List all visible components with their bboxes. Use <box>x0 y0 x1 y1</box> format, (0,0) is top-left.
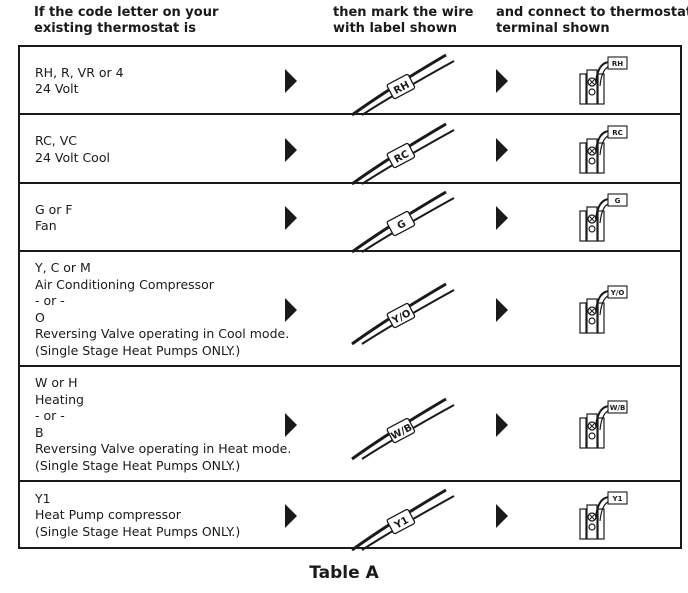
code-description-line: RH, R, VR or 4 <box>35 64 124 80</box>
header-line: existing thermostat is <box>34 21 196 36</box>
arrow-right-icon <box>496 206 508 230</box>
header-line: then mark the wire <box>333 5 474 20</box>
code-description-line: Reversing Valve operating in Cool mode. <box>35 326 290 341</box>
thermostat-terminal-icon: Y1 <box>579 490 628 540</box>
terminal-label-text: Y1 <box>612 495 623 503</box>
code-description-line: G or F <box>35 201 73 217</box>
terminal-label-text: RC <box>612 129 623 137</box>
labeled-wire-icon: W/B <box>351 397 455 460</box>
thermostat-terminal-icon: G <box>579 193 628 242</box>
header-line: and connect to thermostat <box>496 5 688 20</box>
header-existing-code: If the code letter on your existing ther… <box>34 5 218 37</box>
code-description-line: Heating <box>35 391 84 407</box>
thermostat-terminal-icon: W/B <box>579 399 628 449</box>
arrow-right-icon <box>285 137 297 162</box>
code-description-line: 24 Volt Cool <box>35 149 110 165</box>
code-description-line: Reversing Valve operating in Heat mode. <box>35 441 292 456</box>
terminal-label-text: Y/O <box>610 289 625 297</box>
code-description-line: Y1 <box>35 490 51 506</box>
thermostat-terminal-icon: RH <box>579 56 628 105</box>
arrow-right-icon <box>496 503 508 528</box>
code-description-line: Y, C or M <box>35 260 91 275</box>
header-mark-wire: then mark the wire with label shown <box>333 5 473 37</box>
header-line: with label shown <box>333 21 457 36</box>
terminal-label-text: G <box>615 197 621 205</box>
labeled-wire-icon: RH <box>351 53 455 117</box>
code-description-line: Heat Pump compressor <box>35 507 181 523</box>
table-caption: Table A <box>309 563 379 583</box>
code-description-line: Fan <box>35 218 57 233</box>
labeled-wire-icon: Y/O <box>351 282 455 345</box>
arrow-right-icon <box>285 297 297 322</box>
code-description-line: 24 Volt <box>35 81 79 96</box>
arrow-right-icon <box>496 412 508 437</box>
header-line: terminal shown <box>496 21 610 36</box>
code-description-line: (Single Stage Heat Pumps ONLY.) <box>35 457 241 473</box>
arrow-right-icon <box>285 206 297 230</box>
code-description-line: - or - <box>35 293 65 308</box>
labeled-wire-icon: G <box>351 190 455 254</box>
arrow-right-icon <box>285 412 297 437</box>
code-description-line: (Single Stage Heat Pumps ONLY.) <box>35 523 241 539</box>
thermostat-terminal-icon: Y/O <box>579 284 628 334</box>
header-line: If the code letter on your <box>34 5 219 20</box>
labeled-wire-icon: RC <box>351 122 455 185</box>
code-description-line: W or H <box>35 375 78 390</box>
code-description-line: B <box>35 424 44 440</box>
code-description-line: RC, VC <box>35 133 78 148</box>
arrow-right-icon <box>496 297 508 322</box>
thermostat-terminal-icon: RC <box>579 124 628 174</box>
labeled-wire-icon: Y1 <box>351 488 455 551</box>
code-description-line: - or - <box>35 408 65 423</box>
arrow-right-icon <box>285 503 297 528</box>
arrow-right-icon <box>285 69 297 93</box>
terminal-label-text: RH <box>612 60 623 68</box>
header-connect-terminal: and connect to thermostat terminal shown <box>496 5 688 37</box>
code-description-line: Air Conditioning Compressor <box>35 276 214 292</box>
arrow-right-icon <box>496 69 508 93</box>
code-description-line: (Single Stage Heat Pumps ONLY.) <box>35 342 241 358</box>
terminal-label-text: W/B <box>610 404 626 412</box>
code-description-line: O <box>35 309 45 325</box>
arrow-right-icon <box>496 137 508 162</box>
